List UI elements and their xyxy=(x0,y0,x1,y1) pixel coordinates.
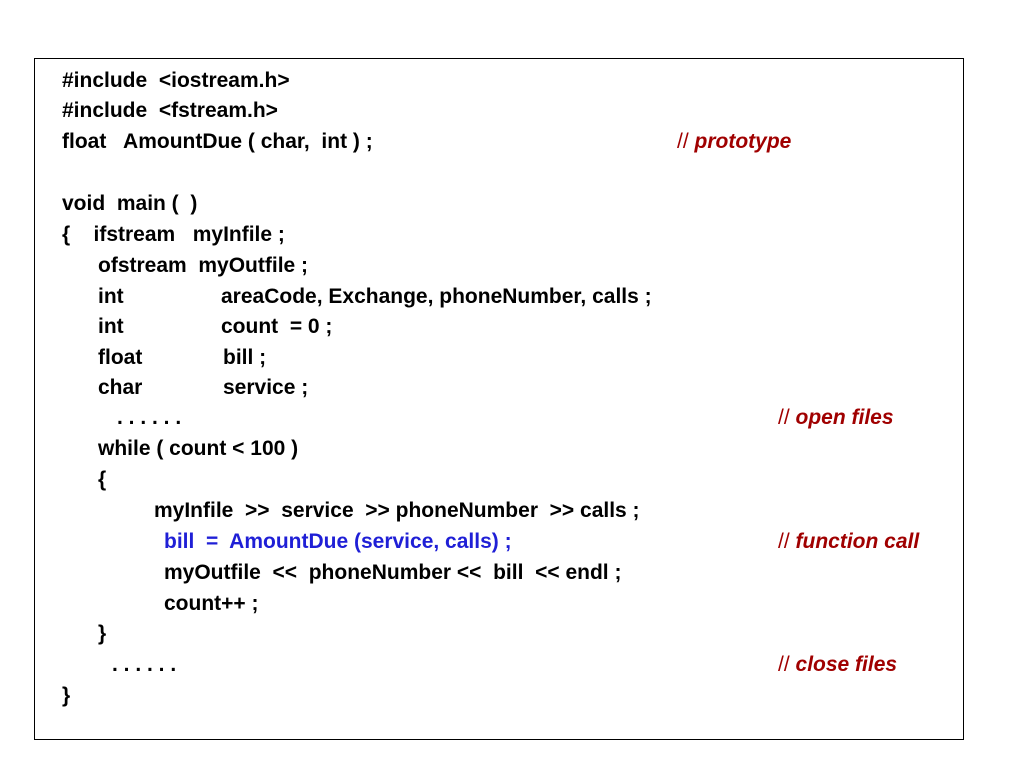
main-close-brace: } xyxy=(62,684,71,707)
count-decl-keyword: int xyxy=(98,315,124,338)
prototype-comment: // prototype xyxy=(677,129,791,155)
float-decl-keyword: float xyxy=(98,346,143,369)
int-decl-vars: areaCode, Exchange, phoneNumber, calls ; xyxy=(221,285,652,308)
close-files-comment: // close files xyxy=(778,652,897,678)
ellipsis-open: . . . . . . xyxy=(117,406,182,429)
char-decl-keyword: char xyxy=(98,376,143,399)
write-output-line: myOutfile << phoneNumber << bill << endl… xyxy=(164,561,622,584)
prototype-line: float AmountDue ( char, int ) ; xyxy=(62,130,373,153)
int-decl-keyword: int xyxy=(98,285,124,308)
include-fstream-line: #include <fstream.h> xyxy=(62,99,278,122)
while-line: while ( count < 100 ) xyxy=(98,437,299,460)
open-files-comment: // open files xyxy=(778,405,894,431)
while-close-brace: } xyxy=(98,622,107,645)
comment-slashes: // xyxy=(778,406,790,429)
comment-text: open files xyxy=(795,406,894,429)
comment-slashes: // xyxy=(778,530,790,553)
ofstream-decl-line: ofstream myOutfile ; xyxy=(98,254,309,277)
char-decl-vars: service ; xyxy=(223,376,309,399)
code-frame xyxy=(34,58,964,740)
read-input-line: myInfile >> service >> phoneNumber >> ca… xyxy=(154,499,640,522)
comment-text: close files xyxy=(795,653,898,676)
ellipsis-close: . . . . . . xyxy=(112,653,177,676)
count-increment-line: count++ ; xyxy=(164,592,259,615)
comment-text: function call xyxy=(795,530,920,553)
count-decl-vars: count = 0 ; xyxy=(221,315,333,338)
comment-text: prototype xyxy=(694,130,792,153)
comment-slashes: // xyxy=(778,653,790,676)
main-signature-line: void main ( ) xyxy=(62,192,198,215)
comment-slashes: // xyxy=(677,130,689,153)
float-decl-vars: bill ; xyxy=(223,346,267,369)
ifstream-decl-line: { ifstream myInfile ; xyxy=(62,223,285,246)
while-open-brace: { xyxy=(98,468,107,491)
function-call-line: bill = AmountDue (service, calls) ; xyxy=(164,530,512,553)
include-iostream-line: #include <iostream.h> xyxy=(62,69,290,92)
function-call-comment: // function call xyxy=(778,529,919,555)
